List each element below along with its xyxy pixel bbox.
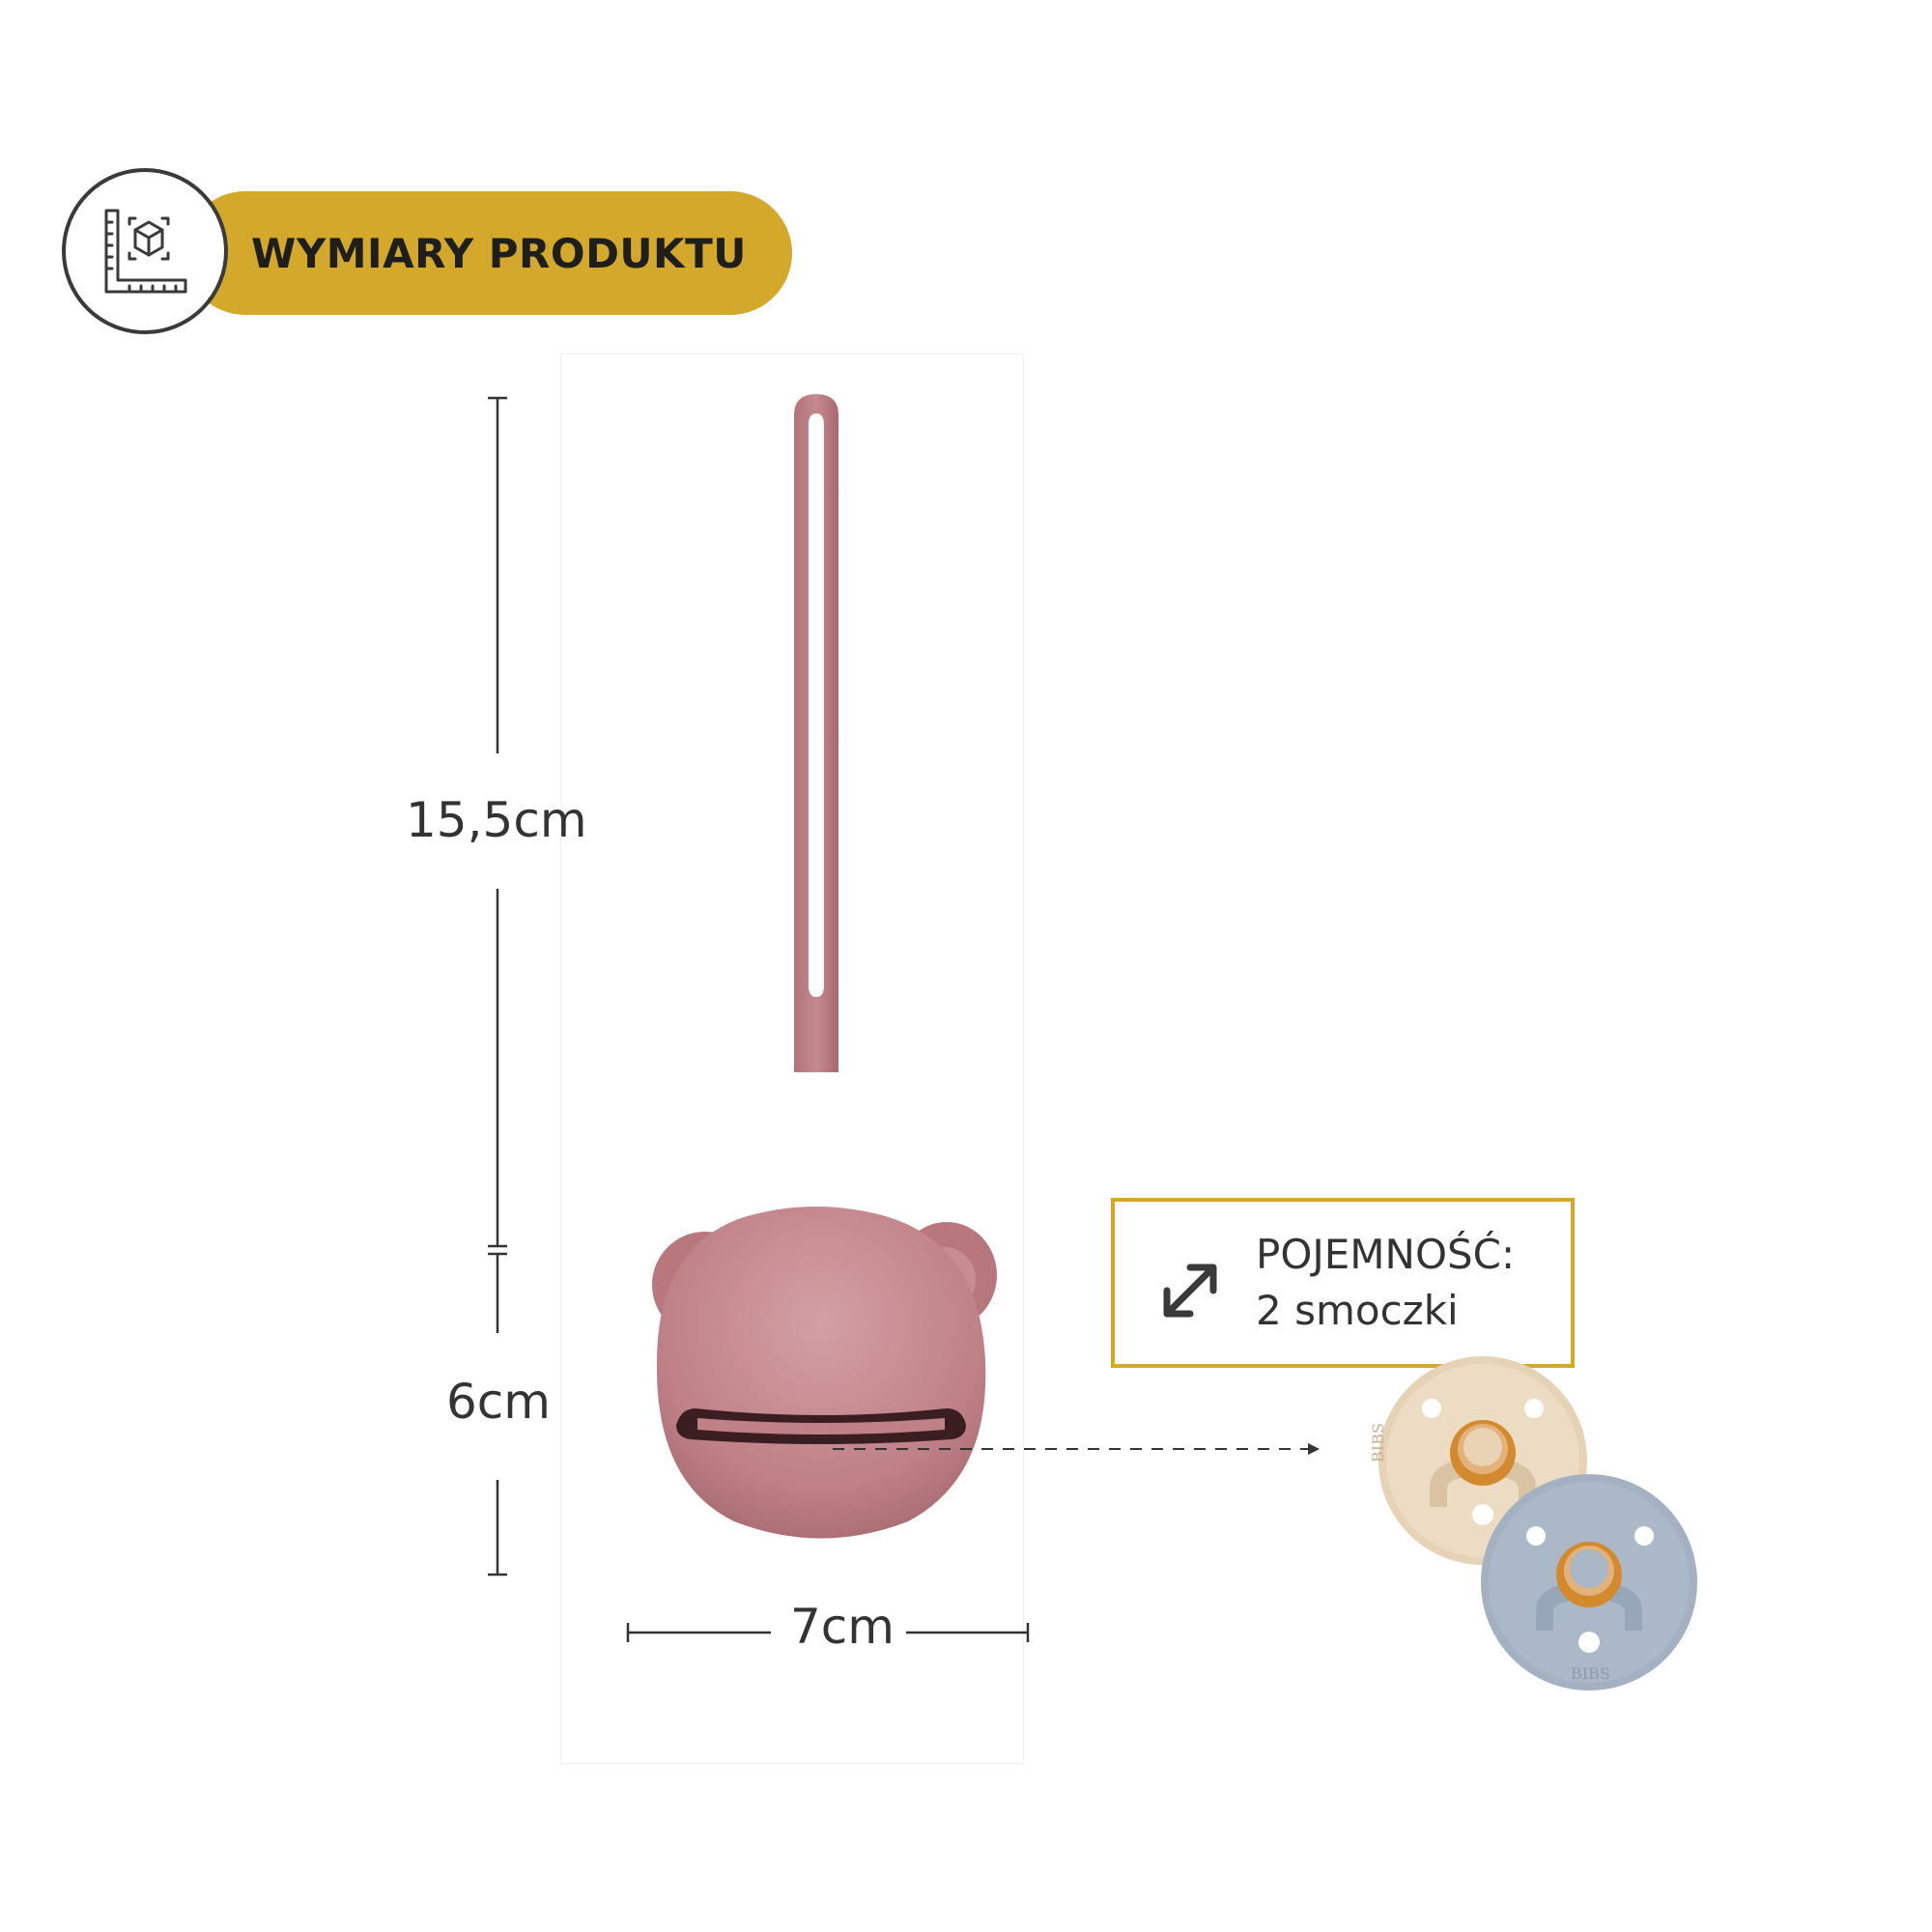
blue-pacifier-brand: BIBS [1571,1664,1610,1683]
capacity-box: POJEMNOŚĆ: 2 smoczki [1111,1198,1575,1368]
dashed-arrow [833,1443,1320,1455]
case-width-dimension-line [626,1623,1030,1642]
expand-arrows-icon [1163,1264,1217,1318]
pacifier-case-product [652,394,997,1539]
case-height-dimension-line [488,1252,507,1577]
strap-dimension-line [488,396,507,1248]
capacity-label: POJEMNOŚĆ: [1256,1231,1516,1278]
blue-pacifier: BIBS [1481,1474,1697,1690]
header-title: WYMIARY PRODUKTU [251,229,747,277]
case-body [656,1207,986,1539]
strap-slot [809,413,824,997]
dimensions-cube-icon [104,209,187,294]
pacifiers-illustration: BIBS BIBS [1372,1356,1697,1690]
strap-length-label: 15,5cm [406,792,587,848]
capacity-value: 2 smoczki [1256,1287,1459,1334]
header-icon-circle [62,168,228,334]
case-height-label: 6cm [446,1374,552,1430]
case-width-label: 7cm [790,1599,895,1655]
beige-pacifier-brand: BIBS [1372,1423,1387,1463]
header-pill: WYMIARY PRODUKTU [184,191,792,315]
photo-frame [560,354,1024,1764]
